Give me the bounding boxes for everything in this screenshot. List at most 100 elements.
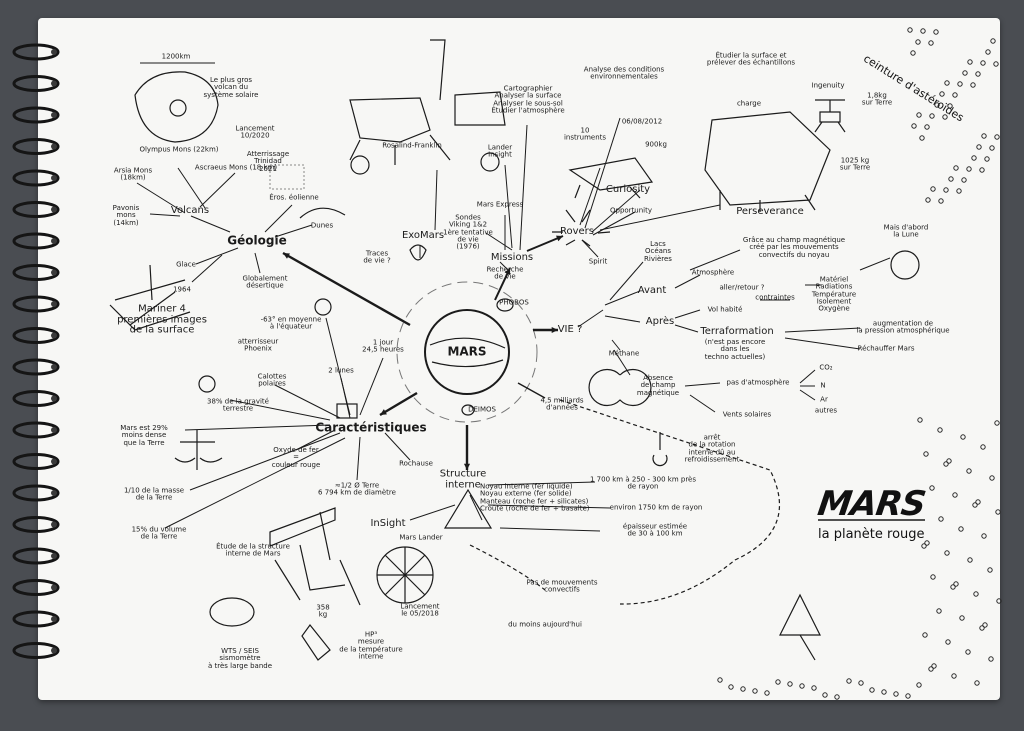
avant-label: Avant — [637, 284, 667, 296]
asteroid — [858, 680, 864, 686]
geology-link — [177, 167, 206, 209]
perseverance-label: Perseverance — [736, 205, 804, 217]
branch-missions: Missions — [490, 251, 534, 263]
asteroid — [916, 112, 922, 118]
characteristics-link — [384, 432, 411, 461]
insight-label: InSight — [370, 517, 406, 529]
life-link — [577, 309, 604, 328]
asteroid — [752, 688, 758, 694]
rover-wheel — [480, 152, 500, 172]
lune-label: Mais d'abord la Lune — [883, 223, 929, 239]
asteroid — [942, 114, 948, 120]
characteristics-link — [359, 357, 384, 416]
missions-link — [485, 232, 513, 251]
gravite-label: 38% de la gravité terrestre — [207, 397, 269, 413]
asteroid — [928, 40, 934, 46]
pas-mouvements: Pas de mouvements convectifs — [526, 578, 598, 594]
spiral-ring — [12, 610, 60, 628]
life-link — [609, 261, 644, 301]
asteroid — [881, 689, 887, 695]
asteroid — [973, 591, 979, 597]
asteroid — [966, 468, 972, 474]
thermometer-icon — [652, 432, 668, 467]
diametre-label: ≈1/2 Ø Terre 6 794 km de diamètre — [318, 481, 396, 497]
asteroid — [975, 499, 981, 505]
ar-label: Ar — [820, 395, 828, 404]
asteroid — [822, 692, 828, 698]
building-icon — [336, 403, 358, 419]
asteroid — [960, 434, 966, 440]
rosalind-mast-sketch — [430, 39, 506, 126]
lancement-insight: Lancement le 05/2018 — [400, 602, 440, 618]
binding-hole — [51, 521, 57, 528]
asteroid — [925, 197, 931, 203]
binding-hole — [51, 395, 57, 402]
asteroid — [989, 475, 995, 481]
asteroid — [971, 155, 977, 161]
spiral-ring — [12, 169, 60, 187]
line-age — [517, 382, 546, 399]
asteroid — [917, 417, 923, 423]
binding-hole — [51, 269, 57, 276]
temp-label: -63° en moyenne à l'équateur — [260, 315, 322, 331]
binding-hole — [51, 206, 57, 213]
missions-link — [599, 204, 721, 231]
asteroid — [775, 679, 781, 685]
characteristics-link — [356, 436, 361, 481]
ingenuity-label: Ingenuity — [811, 81, 845, 90]
binding-hole — [51, 80, 57, 87]
asteroid — [924, 124, 930, 130]
charge-label: charge — [736, 99, 762, 108]
erosion-label: Éros. éolienne — [269, 193, 319, 202]
calottes-label: Calottes polaires — [257, 372, 287, 388]
olympus-mons: Olympus Mons (22km) — [139, 145, 219, 154]
spiral-ring — [12, 138, 60, 155]
spirit-label: Spirit — [588, 257, 608, 266]
volume-label: 15% du volume de la Terre — [131, 525, 187, 541]
asteroid — [939, 91, 945, 97]
asteroid — [957, 81, 963, 87]
analyse-label: Analyse des conditions environnementales — [583, 65, 665, 81]
asteroid — [936, 608, 942, 614]
asteroid — [981, 533, 987, 539]
arrow-characteristics-arrowhead — [380, 409, 387, 415]
binding-hole — [51, 553, 57, 559]
spiral-binding — [12, 43, 60, 659]
binding-hole — [51, 49, 57, 55]
asteroid — [929, 113, 935, 119]
asteroid — [717, 677, 723, 683]
olympus-size: 1200km — [161, 52, 191, 61]
atterrissage-exomars: Atterrissage Trinidad 2021 — [246, 149, 290, 173]
life-link — [689, 249, 741, 271]
asteroid — [905, 693, 911, 699]
asteroid — [980, 444, 986, 450]
asteroid — [990, 38, 996, 44]
instruments-label: 10 instruments — [563, 126, 607, 142]
rosalind-label: Rosalind-Franklin — [382, 141, 442, 150]
characteristics-link — [340, 377, 351, 419]
asteroid — [869, 687, 875, 693]
center-mars-label: MARS — [447, 344, 487, 359]
binding-hole — [51, 332, 57, 339]
life-link — [799, 369, 816, 384]
life-link — [689, 394, 716, 413]
arrow-characteristics — [379, 391, 418, 417]
asteroid — [944, 80, 950, 86]
asteroid — [985, 49, 991, 55]
asteroid — [945, 639, 951, 645]
opportunity-label: Opportunity — [609, 206, 653, 215]
binding-hole — [51, 647, 57, 654]
asteroid — [934, 102, 940, 108]
asteroid — [916, 682, 922, 688]
asteroid — [967, 59, 973, 65]
techno-label: (n'est pas encore dans les techno actuel… — [704, 337, 766, 361]
rochause-label: Rochause — [399, 459, 433, 468]
champ-label: Grâce au champ magnétique créé par les m… — [742, 235, 846, 259]
perseverance-mass: 1025 kg sur Terre — [839, 156, 871, 172]
methane-label: Méthane — [608, 349, 640, 358]
asteroid — [740, 686, 746, 692]
moon-sketch — [890, 250, 920, 280]
asteroid — [937, 427, 943, 433]
asteroid — [953, 165, 959, 171]
